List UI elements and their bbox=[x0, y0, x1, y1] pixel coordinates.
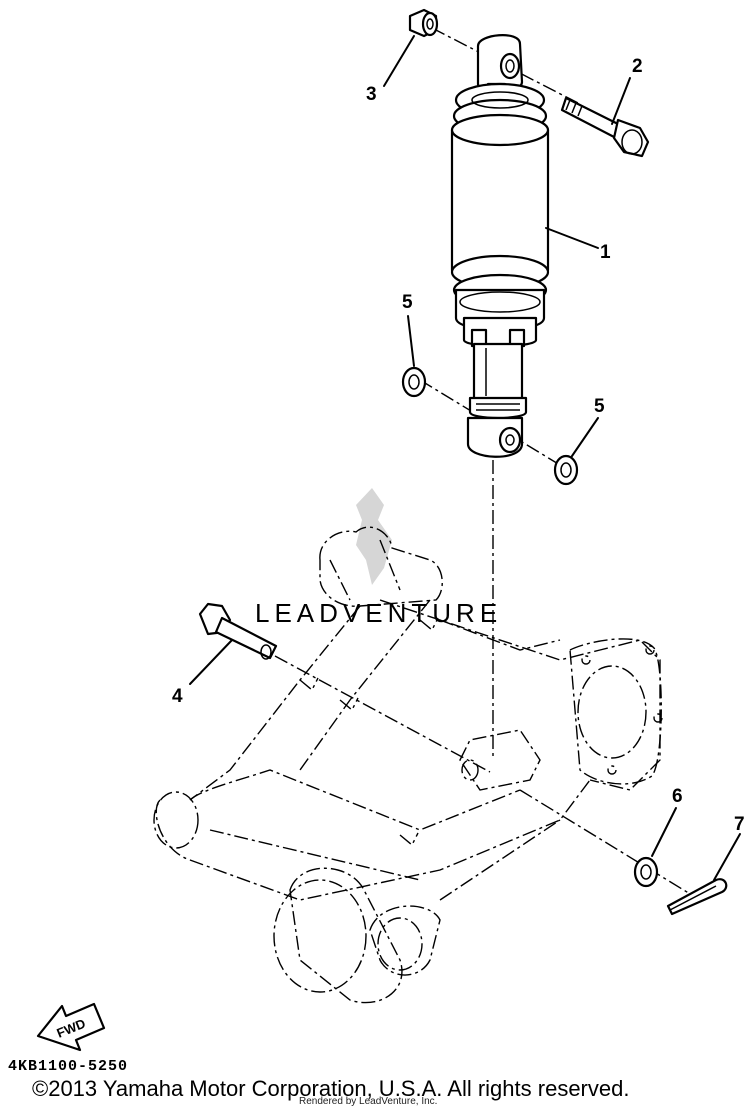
leader-line-7 bbox=[713, 833, 741, 881]
washer-part-6 bbox=[633, 856, 659, 888]
callout-1: 1 bbox=[600, 242, 611, 263]
swingarm bbox=[153, 526, 663, 1004]
callout-3: 3 bbox=[366, 84, 377, 105]
fwd-arrow: FWD bbox=[36, 1002, 106, 1052]
rear-shock-absorber bbox=[450, 34, 550, 458]
part-number: 4KB1100-5250 bbox=[8, 1058, 129, 1075]
callout-5-upper: 5 bbox=[402, 292, 413, 313]
leader-line-6 bbox=[651, 807, 677, 857]
leader-line-5a bbox=[407, 315, 415, 367]
callout-5-lower: 5 bbox=[594, 396, 605, 417]
leader-line-5b bbox=[571, 417, 599, 457]
callout-7: 7 bbox=[734, 814, 745, 835]
cotter-pin-part-7 bbox=[666, 878, 728, 916]
leader-line-4 bbox=[189, 639, 233, 685]
washer-part-5-lower bbox=[553, 454, 579, 486]
leadventure-watermark: LEADVENTURE bbox=[255, 488, 502, 628]
callout-4: 4 bbox=[172, 686, 183, 707]
copyright-notice: ©2013 Yamaha Motor Corporation, U.S.A. A… bbox=[32, 1076, 630, 1101]
washer-part-5-upper bbox=[401, 366, 427, 398]
pivot-bolt-centerline bbox=[274, 655, 491, 773]
nut-part-3 bbox=[408, 8, 439, 38]
callout-2: 2 bbox=[632, 56, 643, 77]
leader-line-3 bbox=[383, 35, 415, 87]
axle-centerline bbox=[519, 789, 701, 901]
callout-6: 6 bbox=[672, 786, 683, 807]
pivot-bolt-part-4 bbox=[198, 602, 278, 660]
watermark-text: LEADVENTURE bbox=[255, 598, 502, 628]
leader-line-2 bbox=[611, 77, 631, 125]
rendered-by-credit: Rendered by LeadVenture, Inc. bbox=[299, 1096, 438, 1107]
bolt-part-2 bbox=[560, 96, 650, 158]
leader-line-1 bbox=[545, 227, 599, 249]
